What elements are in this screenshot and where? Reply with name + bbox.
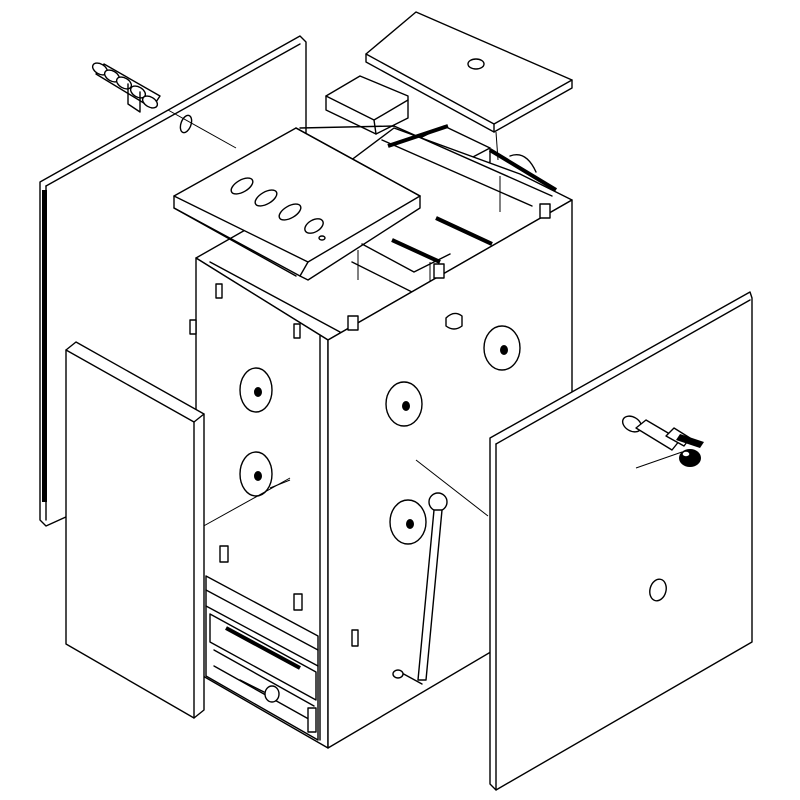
control-knob-slot xyxy=(278,203,302,221)
control-knob-slot xyxy=(254,189,278,207)
drain-valve xyxy=(635,419,704,469)
right-face-port xyxy=(483,325,521,371)
right-face-port xyxy=(389,499,427,545)
left-side-panel xyxy=(65,341,205,719)
left-face-port xyxy=(239,367,273,413)
control-knob-slot xyxy=(304,218,324,234)
top-cover-hole xyxy=(467,58,485,70)
ash-door-handle xyxy=(392,492,448,685)
flue-hood xyxy=(325,75,409,135)
valve-knob-icon xyxy=(679,449,701,467)
right-face-port xyxy=(385,381,423,427)
grate-tray xyxy=(205,575,319,741)
rear-panel-hole xyxy=(179,114,193,134)
left-face-port xyxy=(239,451,291,497)
rear-panel-edge-strip xyxy=(42,190,47,502)
upper-pipe-fitting xyxy=(91,62,237,149)
right-panel-hole xyxy=(649,578,667,602)
control-knob-slot xyxy=(230,177,254,195)
top-cover-plate xyxy=(365,11,573,161)
control-panel-lid xyxy=(173,127,421,281)
